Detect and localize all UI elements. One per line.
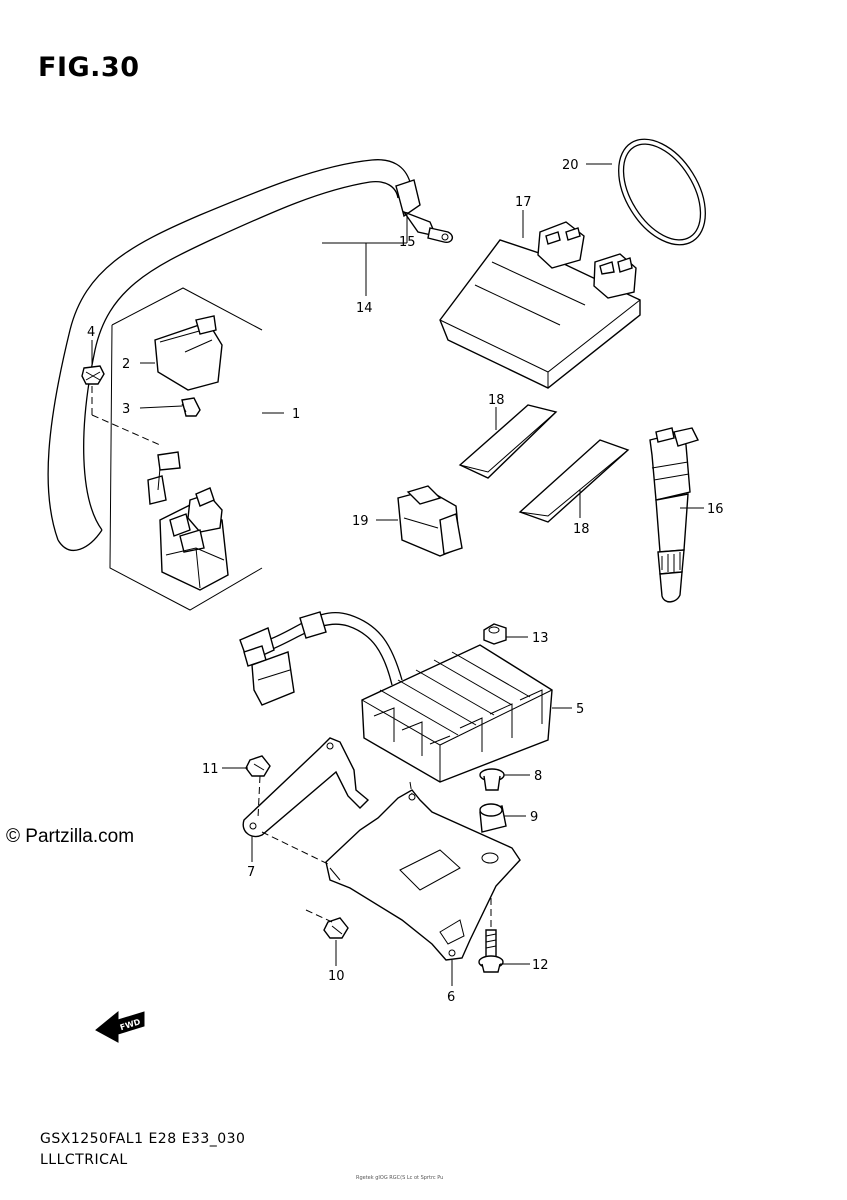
callout-18-b: 18 <box>573 522 590 537</box>
callout-11: 11 <box>202 762 219 777</box>
relay-panel-outline <box>109 287 263 611</box>
starter-relay-body <box>147 451 229 591</box>
callout-6: 6 <box>447 990 455 1005</box>
callout-15: 15 <box>399 235 416 250</box>
mounting-plate <box>325 789 521 961</box>
callout-8: 8 <box>534 769 542 784</box>
callout-1: 1 <box>292 407 300 422</box>
callout-17: 17 <box>515 195 532 210</box>
callout-16: 16 <box>707 502 724 517</box>
callouts: 1 2 3 4 5 6 7 8 9 10 11 12 13 14 15 16 1… <box>87 158 724 1005</box>
relay-bolt <box>81 365 161 446</box>
bolt-10 <box>323 917 349 939</box>
tip-over-sensor <box>397 485 463 557</box>
bolt-11 <box>245 755 271 777</box>
rubber-ring <box>618 138 706 246</box>
ignition-coil <box>649 427 699 603</box>
ecm-unit <box>439 221 641 389</box>
starter-relay-cover <box>154 315 223 391</box>
callout-2: 2 <box>122 357 130 372</box>
model-code: GSX1250FAL1 E28 E33_030 <box>40 1131 246 1147</box>
bolt-12 <box>478 929 504 973</box>
callout-13: 13 <box>532 631 549 646</box>
watermark: © Partzilla.com <box>6 826 135 847</box>
callout-18-a: 18 <box>488 393 505 408</box>
collar-8 <box>479 768 505 791</box>
callout-5: 5 <box>576 702 584 717</box>
callout-20: 20 <box>562 158 579 173</box>
relay-fuse-clip <box>181 397 201 417</box>
cushion-pad-b <box>518 439 630 523</box>
callout-9: 9 <box>530 810 538 825</box>
rectifier-regulator <box>361 644 553 783</box>
fwd-arrow-icon: FWD <box>95 1010 145 1043</box>
assembly-lines <box>257 775 492 930</box>
regulator-bracket <box>242 737 370 838</box>
callout-12: 12 <box>532 958 549 973</box>
nut-13 <box>483 623 507 645</box>
callout-19: 19 <box>352 514 369 529</box>
section-name: LLLCTRICAL <box>40 1152 128 1168</box>
callout-4: 4 <box>87 325 95 340</box>
callout-7: 7 <box>247 865 255 880</box>
cushion-pad-a <box>458 404 558 479</box>
callout-3: 3 <box>122 402 130 417</box>
callout-10: 10 <box>328 969 345 984</box>
callout-14: 14 <box>356 301 373 316</box>
leader-lines <box>91 163 704 986</box>
battery-cable <box>47 159 411 551</box>
footer-fine-print: Rgetek gIOG RGC(S Lc ot Sprtrc Pu <box>356 1175 444 1181</box>
regulator-harness <box>239 611 403 706</box>
cable-terminal <box>395 179 454 244</box>
grommet-9 <box>479 803 507 833</box>
figure-title: FIG.30 <box>38 52 140 83</box>
